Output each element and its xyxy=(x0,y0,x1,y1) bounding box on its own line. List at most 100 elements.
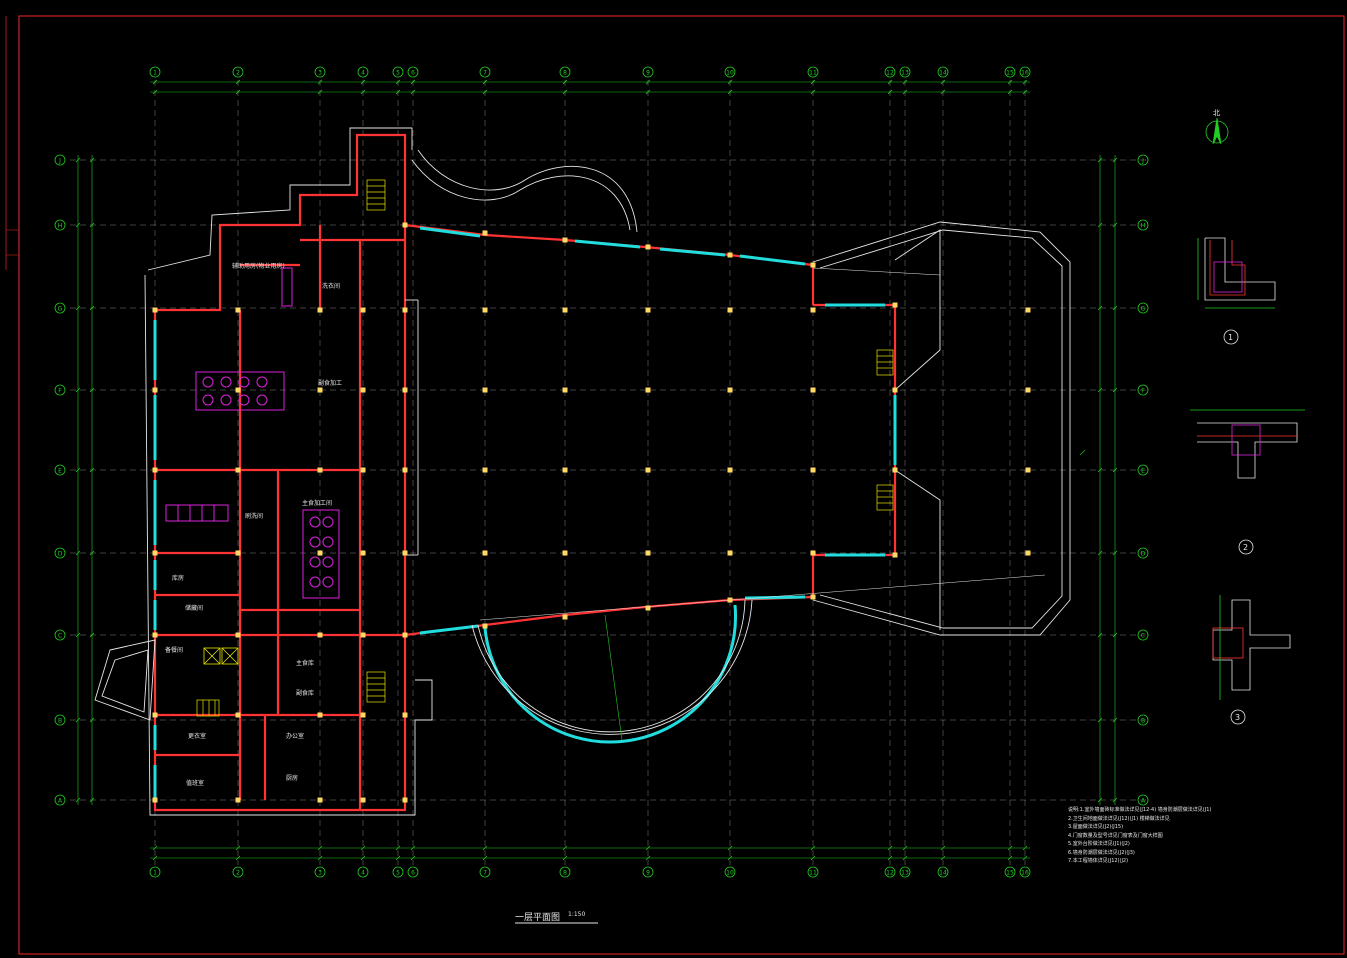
column xyxy=(360,632,366,638)
column xyxy=(562,307,568,313)
column xyxy=(482,623,488,629)
column xyxy=(562,467,568,473)
axis-bubble xyxy=(54,547,66,559)
column xyxy=(402,467,408,473)
column xyxy=(402,387,408,393)
axis-bubble xyxy=(724,866,736,878)
axis-label: G xyxy=(1141,306,1146,313)
axis-label: 10 xyxy=(726,870,734,877)
column xyxy=(317,307,323,313)
detail-2-label: 2 xyxy=(1243,543,1248,552)
room-label: 厨房 xyxy=(286,774,298,782)
column xyxy=(152,307,158,313)
axis-label: 6 xyxy=(411,70,415,77)
note-line: 3.屋面做法详见(J2)(J15) xyxy=(1068,824,1124,830)
detail-1-label: 1 xyxy=(1228,333,1233,342)
axis-bubble xyxy=(392,66,404,78)
axis-label: 9 xyxy=(646,870,650,877)
column xyxy=(360,797,366,803)
column xyxy=(360,387,366,393)
axis-label: 11 xyxy=(809,70,817,77)
axis-bubble xyxy=(1137,794,1149,806)
column xyxy=(727,550,733,556)
axis-bubble xyxy=(937,66,949,78)
axis-bubble xyxy=(884,866,896,878)
column xyxy=(727,387,733,393)
axis-bubble xyxy=(149,66,161,78)
column xyxy=(152,550,158,556)
axis-bubble xyxy=(899,866,911,878)
axis-label: H xyxy=(58,223,63,230)
axis-bubble xyxy=(1137,629,1149,641)
axis-label: 16 xyxy=(1021,70,1029,77)
column xyxy=(892,467,898,473)
room-label: 办公室 xyxy=(286,732,304,740)
stairs xyxy=(196,179,894,717)
axis-bubble xyxy=(642,866,654,878)
column xyxy=(360,712,366,718)
axis-bubble xyxy=(232,866,244,878)
axis-bubble xyxy=(1004,866,1016,878)
north-label: 北 xyxy=(1213,109,1220,117)
axis-label: 1 xyxy=(153,70,157,77)
axis-bubble xyxy=(642,66,654,78)
axis-label: 6 xyxy=(411,870,415,877)
column xyxy=(645,307,651,313)
axis-label: 15 xyxy=(1006,70,1014,77)
axis-bubble xyxy=(149,866,161,878)
axis-label: 9 xyxy=(646,70,650,77)
column xyxy=(402,550,408,556)
note-line: 4.门窗数量及型号详见门窗表及门窗大样图 xyxy=(1068,832,1163,839)
axis-bubble xyxy=(1137,302,1149,314)
axis-bubble xyxy=(54,154,66,166)
axis-bubble xyxy=(479,66,491,78)
dimension-lines xyxy=(75,79,1118,861)
axis-label: D xyxy=(1141,551,1146,558)
axis-bubble xyxy=(884,66,896,78)
axis-label: C xyxy=(58,633,62,640)
axis-label: 11 xyxy=(809,870,817,877)
column xyxy=(235,307,241,313)
column xyxy=(360,550,366,556)
axis-label: 13 xyxy=(901,70,909,77)
column xyxy=(892,387,898,393)
kitchen-equipment xyxy=(165,267,340,599)
detail-3-label: 3 xyxy=(1235,713,1240,722)
axis-label: H xyxy=(1141,223,1146,230)
axis-bubble xyxy=(1004,66,1016,78)
column xyxy=(317,712,323,718)
column xyxy=(402,632,408,638)
note-line: 5.室外台阶做法详见(J1)(J2) xyxy=(1068,841,1130,847)
column xyxy=(235,712,241,718)
axis-label: C xyxy=(1141,633,1145,640)
axis-bubble xyxy=(724,66,736,78)
axis-bubble xyxy=(479,866,491,878)
detail-2 xyxy=(1190,409,1305,555)
axis-label: 4 xyxy=(361,870,365,877)
note-line: 说明:1.室外墙面砖标准做法详见(J12-4) 墙身防潮层做法详见(J1) xyxy=(1068,807,1212,813)
column xyxy=(727,252,733,258)
axis-label: 3 xyxy=(318,70,322,77)
axis-label: 5 xyxy=(396,70,400,77)
room-label: 储藏间 xyxy=(185,604,203,612)
axis-bubble xyxy=(899,66,911,78)
column xyxy=(892,552,898,558)
axis-label: B xyxy=(58,718,62,725)
axis-bubble xyxy=(357,866,369,878)
axis-bubble xyxy=(54,384,66,396)
note-line: 6.墙身防潮层做法详见(J2)(J3) xyxy=(1068,849,1135,856)
axis-label: F xyxy=(1141,388,1145,395)
axis-label: F xyxy=(58,388,62,395)
axis-label: 4 xyxy=(361,70,365,77)
reference-lines xyxy=(604,449,1086,741)
axis-label: 5 xyxy=(396,870,400,877)
room-label: 副食库 xyxy=(296,689,314,697)
column xyxy=(235,550,241,556)
axis-bubble xyxy=(559,66,571,78)
axis-label: 7 xyxy=(483,870,487,877)
building-outline xyxy=(94,127,1071,816)
column xyxy=(562,387,568,393)
column xyxy=(645,244,651,250)
axis-bubble xyxy=(1019,66,1031,78)
column xyxy=(152,797,158,803)
